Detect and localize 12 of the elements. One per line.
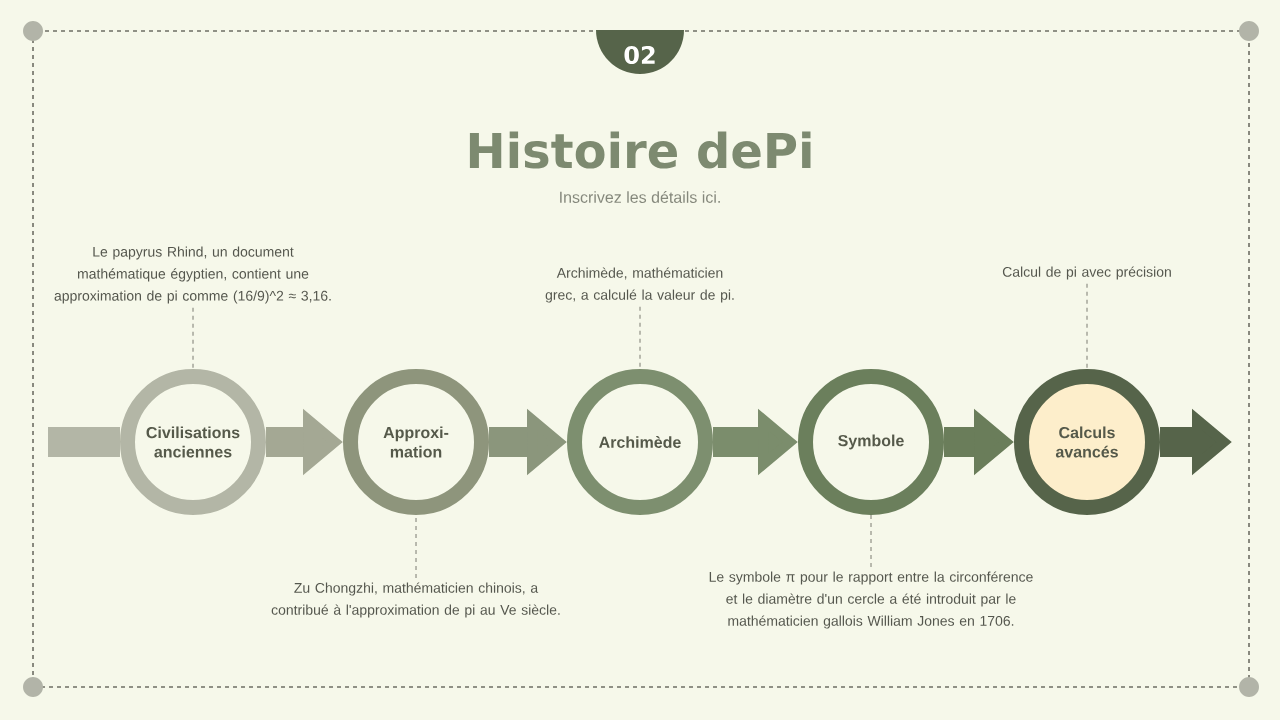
description-text: Le papyrus Rhind, un document mathématique égyptien, contient une approximation de pi comme (16/9)^2 ≈ 3,16. [54, 246, 331, 304]
description-text: Zu Chongzhi, mathématicien chinois, a contribué à l'approximation de pi au Ve siècle. [271, 582, 560, 618]
description-text: Calcul de pi avec précision [1002, 266, 1171, 280]
title: Histoire dePi [469, 131, 811, 169]
number-badge: 02 [596, 30, 684, 74]
subtitle: Inscrivez les détails ici. [560, 191, 720, 203]
leader-line [639, 306, 641, 370]
leader-line [1086, 283, 1088, 370]
leader-line [192, 307, 194, 370]
leader-line [870, 514, 872, 568]
description-text: Archimède, mathématicien grec, a calculé la valeur de pi. [545, 267, 734, 303]
description-text: Le symbole π pour le rapport entre la circonférence et le diamètre d'un cercle a été introduit par le mathématicien gallois William Jones en 1706. [709, 571, 1033, 629]
